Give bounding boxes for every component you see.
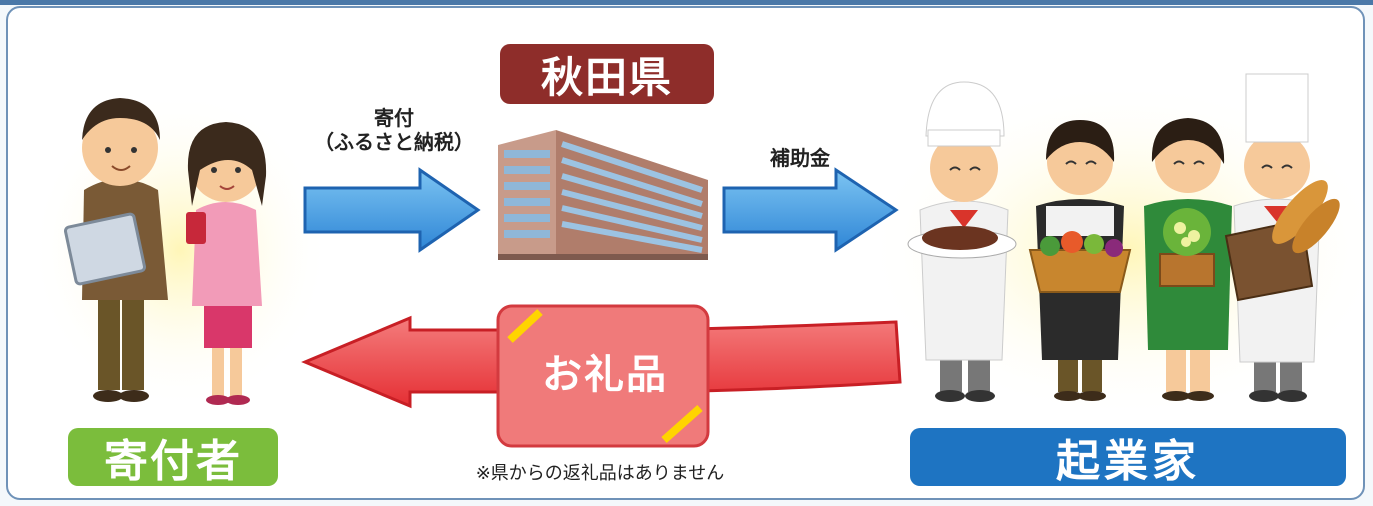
man-with-tablet-icon (63, 98, 168, 402)
donation-sublabel: （ふるさと納税） (314, 130, 474, 154)
donation-text: 寄付 （ふるさと納税） (296, 106, 492, 154)
subsidy-arrow (722, 167, 899, 253)
woman-with-phone-icon (186, 122, 267, 405)
donation-label: 寄付 (374, 106, 414, 130)
woman-with-vegetable-basket-icon (1028, 120, 1132, 401)
top-border (0, 0, 1373, 5)
chef-with-steak-icon (907, 81, 1017, 402)
subsidy-label: 補助金 (770, 146, 830, 170)
gift-box-icon (496, 304, 710, 448)
donor-label: 寄付者 (68, 428, 278, 487)
office-building-icon (498, 130, 708, 260)
prefecture-label: 秋田県 (500, 44, 714, 104)
chef-with-bread-icon (1224, 73, 1340, 402)
entrepreneur-label: 起業家 (910, 428, 1346, 487)
note-text: ※県からの返礼品はありません (475, 463, 725, 484)
gift-label: お礼品 (542, 352, 668, 398)
donation-arrow (303, 167, 481, 253)
woman-with-plant-icon (1144, 118, 1232, 401)
